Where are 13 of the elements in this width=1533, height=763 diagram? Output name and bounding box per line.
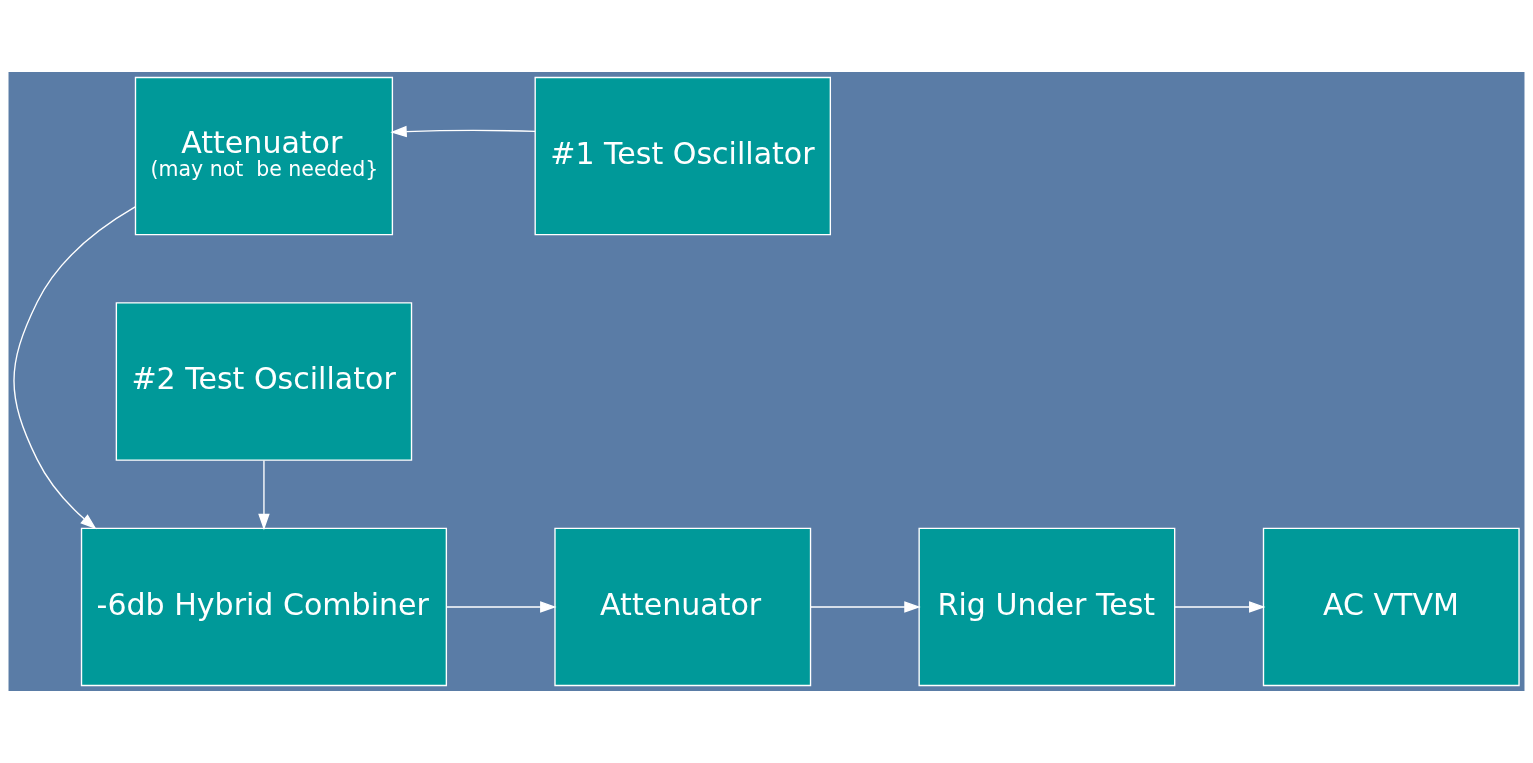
node-box: Attenuator (554, 527, 812, 687)
arrow (13, 206, 136, 530)
node-box: Rig Under Test (918, 527, 1176, 687)
node-box: Attenuator (may not be needed} (134, 76, 394, 236)
arrow (1174, 601, 1266, 613)
node-box: #2 Test Oscillator (115, 302, 413, 461)
node-box: #1 Test Oscillator (534, 76, 831, 236)
node-box: AC VTVM (1262, 527, 1520, 687)
arrow (390, 125, 536, 138)
arrow (258, 459, 270, 531)
arrow (445, 601, 557, 613)
arrow (809, 601, 921, 613)
node-box: -6db Hybrid Combiner (80, 527, 448, 687)
